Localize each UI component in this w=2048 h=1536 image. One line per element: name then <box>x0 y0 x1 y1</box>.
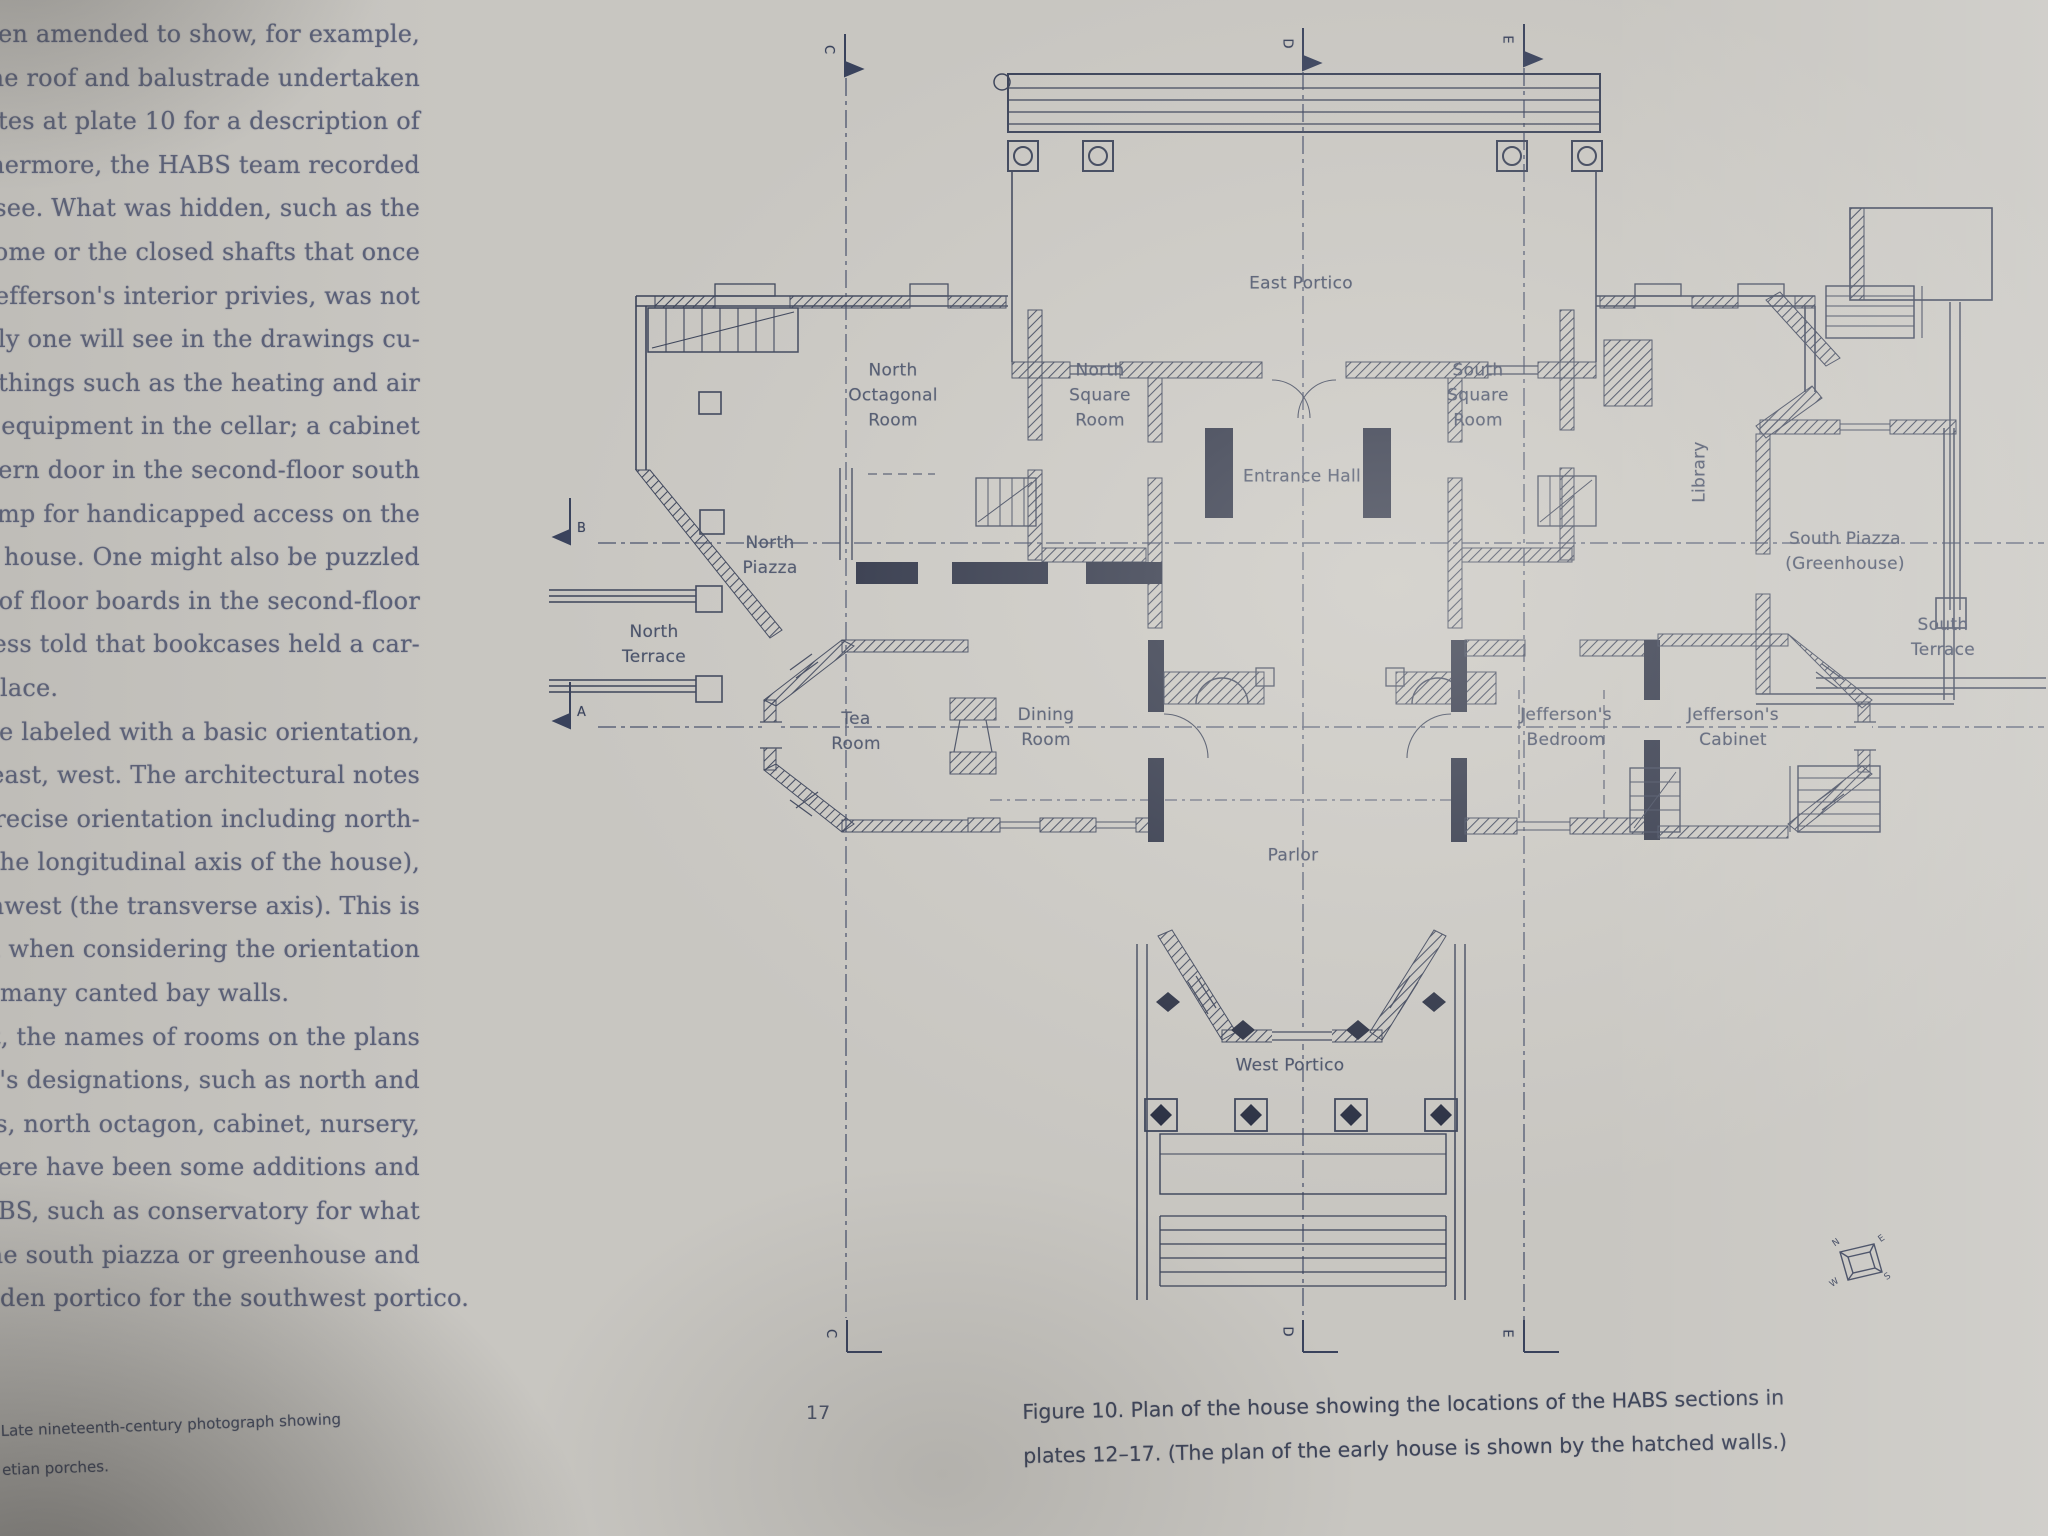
body-text-line: oration of the roof and balustrade under… <box>0 63 420 92</box>
section-marker-c-top: C <box>821 44 837 55</box>
body-text-line: st, and southwest (the transverse axis).… <box>0 891 420 920</box>
section-marker-a-left: A <box>577 705 586 720</box>
figure-caption: Figure 10. Plan of the house showing the… <box>1022 1373 1924 1478</box>
section-marker-e-bottom: E <box>1499 1329 1515 1338</box>
body-text-line: larly useful when considering the orient… <box>0 935 420 964</box>
section-lines <box>598 68 2044 1324</box>
section-marker-c-bottom: C <box>823 1328 839 1339</box>
room-label-south-piazza: South Piazza (Greenhouse) <box>1785 529 1905 574</box>
body-text-line: the more precise orientation including n… <box>0 804 420 833</box>
room-label-north-octagonal-room: North Octagonal Room <box>848 360 938 431</box>
room-label-west-portico: West Portico <box>1235 1055 1345 1076</box>
body-text-line: nges). Furthermore, the HABS team record… <box>0 150 420 179</box>
room-label-north-terrace: North Terrace <box>622 622 686 667</box>
parlor-walls <box>1156 640 1497 1044</box>
dining-room-walls <box>949 640 1209 842</box>
room-label-north-square-room: North Square Room <box>1069 360 1131 431</box>
west-portico-structure <box>1136 944 1466 1300</box>
corridor-walls <box>856 562 1162 584</box>
body-text-line: gs have not been amended to show, for ex… <box>0 20 420 48</box>
body-text-line: n called the south piazza or greenhouse … <box>0 1240 420 1269</box>
north-wing <box>634 283 1008 639</box>
body-text-line: Jefferson's designations, such as north … <box>0 1066 420 1095</box>
room-label-south-terrace: South Terrace <box>1911 615 1975 660</box>
section-marker-b-left: B <box>577 521 586 536</box>
section-marker-e-top: E <box>1499 35 1515 44</box>
body-text-line: itions by HABS, such as conservatory for… <box>0 1197 420 1226</box>
room-label-jeffersons-bedroom: Jefferson's Bedroom <box>1520 705 1612 750</box>
room-label-library: Library <box>1689 441 1710 503</box>
room-label-parlor: Parlor <box>1267 845 1319 866</box>
body-text-line: lace. <box>0 673 59 702</box>
body-text-line: pendix. Yet there have been some additio… <box>0 1153 420 1182</box>
room-label-dining-room: Dining Room <box>1017 705 1075 750</box>
section-marker-d-top: D <box>1279 38 1295 49</box>
body-text-line: Occasionally one will see in the drawing… <box>0 325 420 354</box>
body-text-line: at it could see. What was hidden, such a… <box>0 194 420 223</box>
body-text-line: drawings are labeled with a basic orient… <box>0 717 420 746</box>
body-text-line: and vented Jefferson's interior privies,… <box>0 281 420 310</box>
page-number: 17 <box>806 1402 831 1424</box>
body-text-line: den portico for the southwest portico. <box>0 1284 470 1313</box>
room-label-tea-room: Tea Room <box>831 709 881 754</box>
body-text-line: ctagon unless told that bookcases held a… <box>0 630 420 659</box>
room-label-jeffersons-cabinet: Jefferson's Cabinet <box>1687 705 1779 750</box>
body-text-line: he most part, the names of rooms on the … <box>0 1022 420 1051</box>
body-text-line: absence of floor boards in the second-fl… <box>0 586 420 615</box>
room-label-entrance-hall: Entrance Hall <box>1242 466 1362 487</box>
body-text-line: th, south, east, west. The architectural… <box>0 761 420 790</box>
body-text-line: –92 (see notes at plate 10 for a descrip… <box>0 107 420 136</box>
room-label-north-piazza: North Piazza <box>742 533 798 578</box>
library-wing <box>1596 207 1993 439</box>
body-text-line: many canted bay walls. <box>0 979 290 1008</box>
body-text-column: gs have not been amended to show, for ex… <box>0 13 470 1321</box>
east-portico-structure <box>993 73 1603 362</box>
room-label-east-portico: East Portico <box>1249 273 1353 294</box>
body-text-line: nd baffling things such as the heating a… <box>0 368 420 397</box>
body-text-line: ide of the house. One might also be puzz… <box>0 543 420 572</box>
body-text-line: re of the dome or the closed shafts that… <box>0 237 420 266</box>
compass-icon <box>1839 1243 1883 1281</box>
body-text-line: d to a modern door in the second-floor s… <box>0 455 420 484</box>
room-label-south-square-room: South Square Room <box>1447 360 1509 431</box>
body-text-line: utheast (the longitudinal axis of the ho… <box>0 848 420 877</box>
body-text-line: or the ramp for handicapped access on th… <box>0 499 420 528</box>
photo-caption: Late nineteenth-century photograph showi… <box>0 1397 422 1490</box>
body-text-line: oning equipment in the cellar; a cabinet <box>0 412 420 441</box>
body-text-line: quare rooms, north octagon, cabinet, nur… <box>0 1109 420 1138</box>
section-marker-d-bottom: D <box>1279 1326 1295 1337</box>
